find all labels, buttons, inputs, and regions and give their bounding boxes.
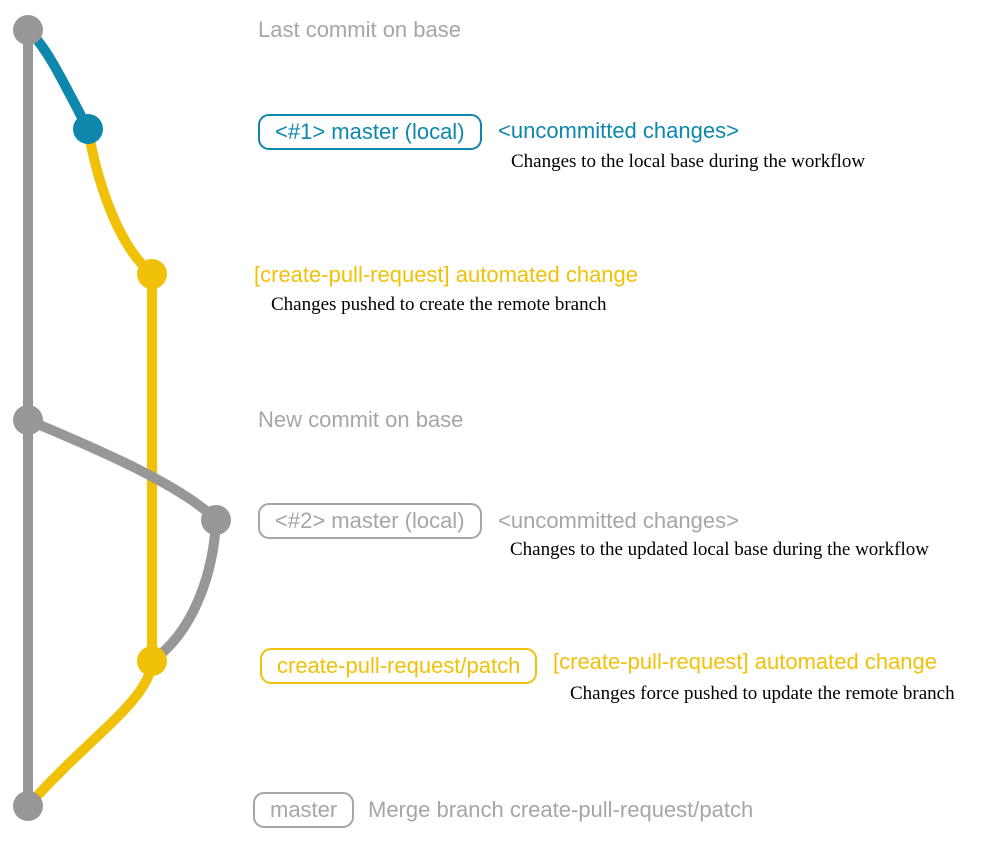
commit-message-uncommitted-2: <uncommitted changes> (498, 508, 739, 533)
commit-dot-uncommitted-changes-1 (73, 114, 103, 144)
commit-message-merge-branch: Merge branch create-pull-request/patch (368, 797, 754, 822)
note-updated-local-base-changes: Changes to the updated local base during… (510, 539, 929, 560)
commit-dot-merge-commit (13, 791, 43, 821)
commit-message-automated-change-1: [create-pull-request] automated change (254, 262, 639, 287)
branch-label-master-local-1: <#1> master (local) (258, 114, 482, 150)
git-graph (13, 15, 231, 821)
local-master-1-branch-line (23, 25, 93, 134)
commit-dot-automated-change-2 (137, 646, 167, 676)
branch-label-master-local-2-text: <#2> master (local) (275, 508, 465, 533)
note-changes-force-pushed: Changes force pushed to update the remot… (570, 683, 955, 704)
new-commit-on-base-label: New commit on base (258, 407, 464, 432)
local-master-2-branch-out-line (23, 415, 221, 525)
branch-label-master-local-1-text: <#1> master (local) (275, 119, 465, 144)
commit-message-uncommitted-1: <uncommitted changes> (498, 118, 739, 143)
branch-label-create-pull-request-patch: create-pull-request/patch (260, 648, 538, 684)
commit-dot-uncommitted-changes-2 (201, 505, 231, 535)
local-master-2-branch-in-line (147, 515, 221, 666)
branch-label-master-local-2: <#2> master (local) (258, 503, 482, 539)
patch-branch-merge-line (23, 656, 157, 811)
commit-message-automated-change-2: [create-pull-request] automated change (553, 649, 938, 674)
branch-label-create-pull-request-patch-text: create-pull-request/patch (277, 653, 521, 678)
branch-label-master: master (253, 792, 355, 828)
note-changes-pushed: Changes pushed to create the remote bran… (271, 294, 607, 315)
commit-dot-new-commit-on-base (13, 405, 43, 435)
commit-dot-last-commit-on-base (13, 15, 43, 45)
commit-dot-automated-change-1 (137, 259, 167, 289)
last-commit-on-base-label: Last commit on base (258, 17, 461, 42)
note-local-base-changes: Changes to the local base during the wor… (511, 151, 866, 172)
patch-branch-out-line (83, 124, 157, 279)
branch-label-master-text: master (270, 797, 338, 822)
